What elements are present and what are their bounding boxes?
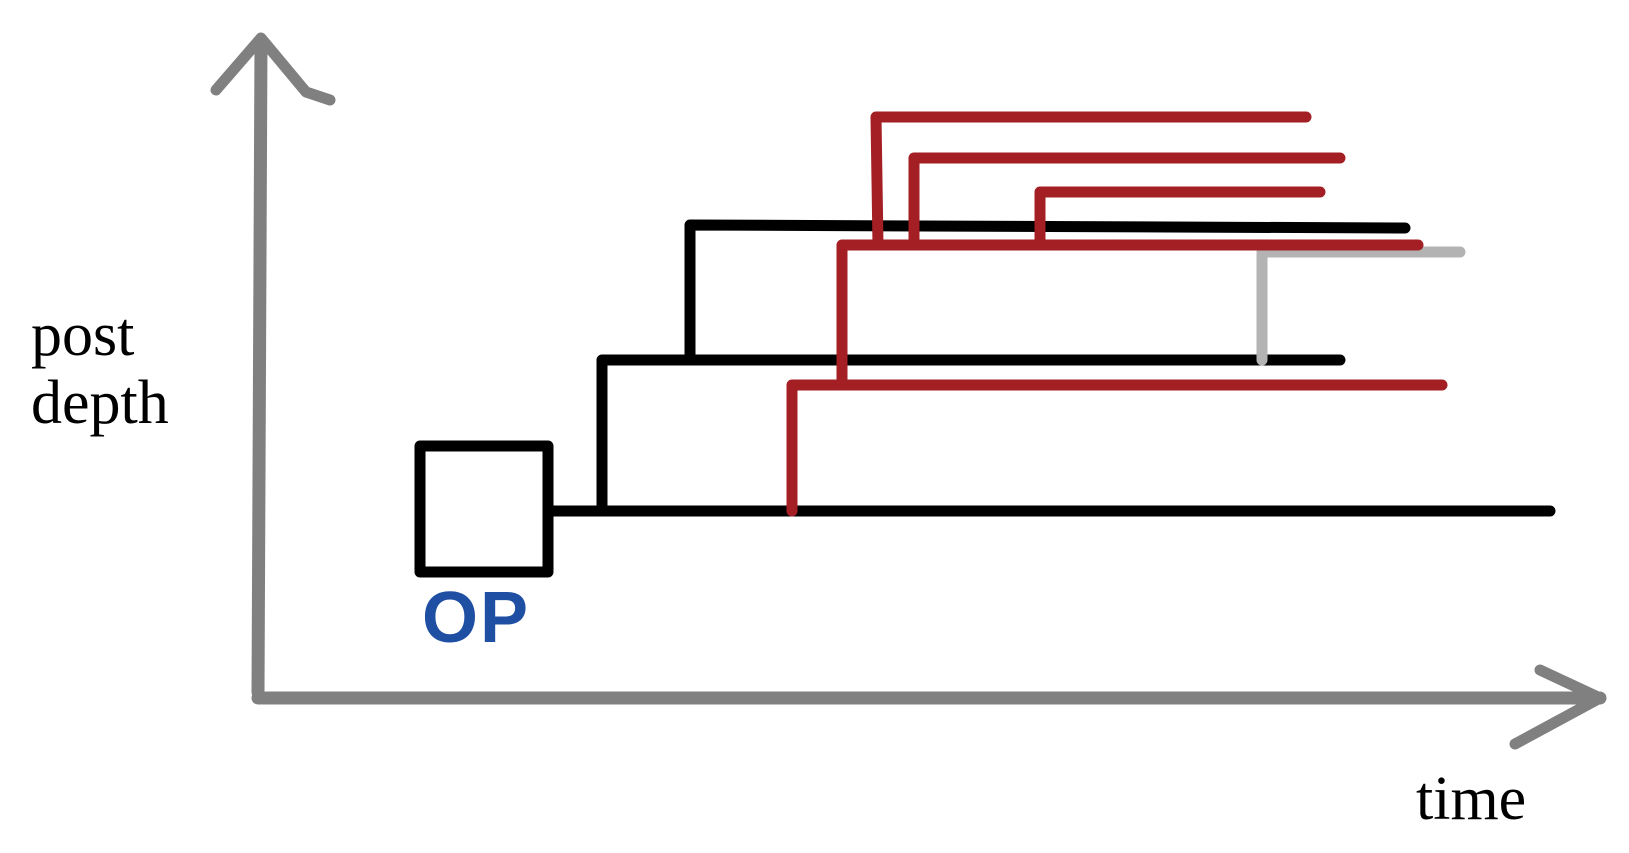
thread-lines — [542, 219, 1556, 517]
faded-branch-line — [1256, 246, 1466, 366]
x-axis-arrowhead — [1509, 664, 1606, 750]
red-branch-top — [870, 111, 1312, 251]
red-branch-third — [1034, 186, 1326, 246]
y-axis-line — [251, 33, 268, 699]
axes — [210, 32, 1607, 750]
highlight-lines — [786, 111, 1448, 517]
branch-1-line — [596, 354, 1346, 517]
x-axis-label: time — [1416, 765, 1527, 833]
y-axis-label-line-1: post — [31, 301, 135, 369]
y-axis-arrowhead — [210, 32, 336, 106]
op-box — [414, 440, 554, 578]
branch-2-line — [684, 219, 1411, 366]
red-branch-low — [786, 379, 1448, 517]
op-label: OP — [422, 578, 531, 658]
y-axis-label-line-2: depth — [31, 369, 169, 437]
red-branch-mid — [836, 239, 1424, 391]
red-branch-second — [908, 152, 1346, 251]
